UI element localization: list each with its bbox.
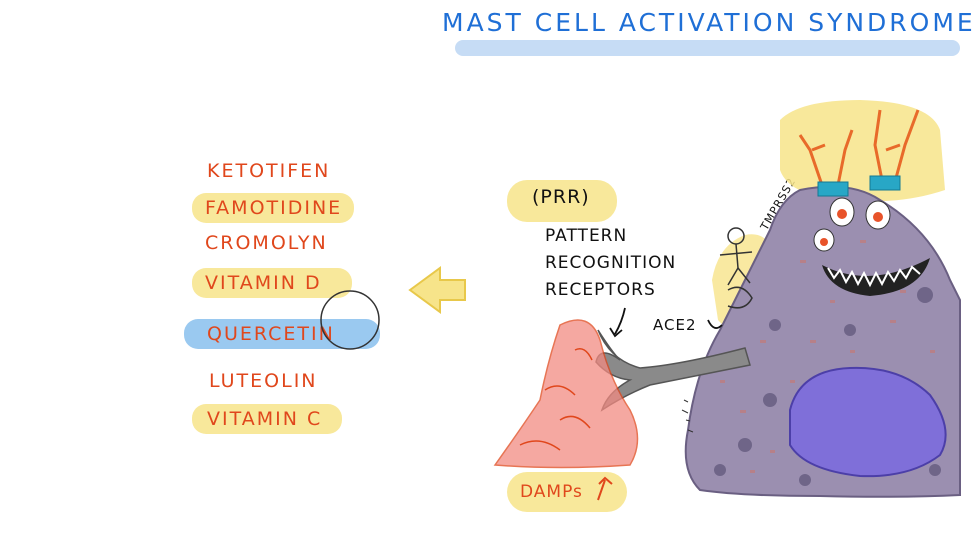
vitamin-c-highlight <box>192 404 342 434</box>
cell-mouth <box>822 258 930 296</box>
receptor-highlight <box>780 100 945 202</box>
prr-pointer-arrow <box>609 307 626 338</box>
nucleus <box>789 366 947 478</box>
prr-line-recognition: RECOGNITION <box>545 253 677 273</box>
prr-abbrev: (PRR) <box>532 186 590 208</box>
prr-line-pattern: PATTERN <box>545 226 628 246</box>
prr-highlight <box>507 180 617 222</box>
ace2-pointer-arrow <box>707 319 723 329</box>
med-vitamin-c: VITAMIN C <box>207 408 323 430</box>
ace2-label: ACE2 <box>653 316 697 334</box>
receptor-anchors <box>817 175 901 197</box>
left-arrow-icon <box>408 266 466 314</box>
vitamin-d-highlight <box>192 268 352 298</box>
damps-label: DAMPs <box>520 482 583 502</box>
damps-up-arrow-icon <box>597 476 613 501</box>
cell-granules <box>714 287 941 486</box>
med-ketotifen: KETOTIFEN <box>207 160 331 182</box>
quercetin-highlight <box>184 319 380 349</box>
title-underline <box>455 40 960 56</box>
med-cromolyn: CROMOLYN <box>205 232 328 254</box>
stick-figure-icon <box>719 227 753 309</box>
med-vitamin-d: VITAMIN D <box>205 272 322 294</box>
page-title: MAST CELL ACTIVATION SYNDROME <box>442 8 976 37</box>
cell-motion-marks <box>681 399 694 433</box>
antibody-receptors <box>798 109 920 186</box>
cell-eyes <box>813 197 891 252</box>
med-quercetin: QUERCETIN <box>207 323 335 345</box>
famotidine-highlight <box>192 193 354 223</box>
med-luteolin: LUTEOLIN <box>209 370 318 392</box>
cell-speckles <box>720 240 935 473</box>
med-famotidine: FAMOTIDINE <box>205 197 343 219</box>
prr-line-receptors: RECEPTORS <box>545 280 656 300</box>
quercetin-circle-annotation <box>320 290 380 350</box>
damps-cluster <box>493 319 639 469</box>
